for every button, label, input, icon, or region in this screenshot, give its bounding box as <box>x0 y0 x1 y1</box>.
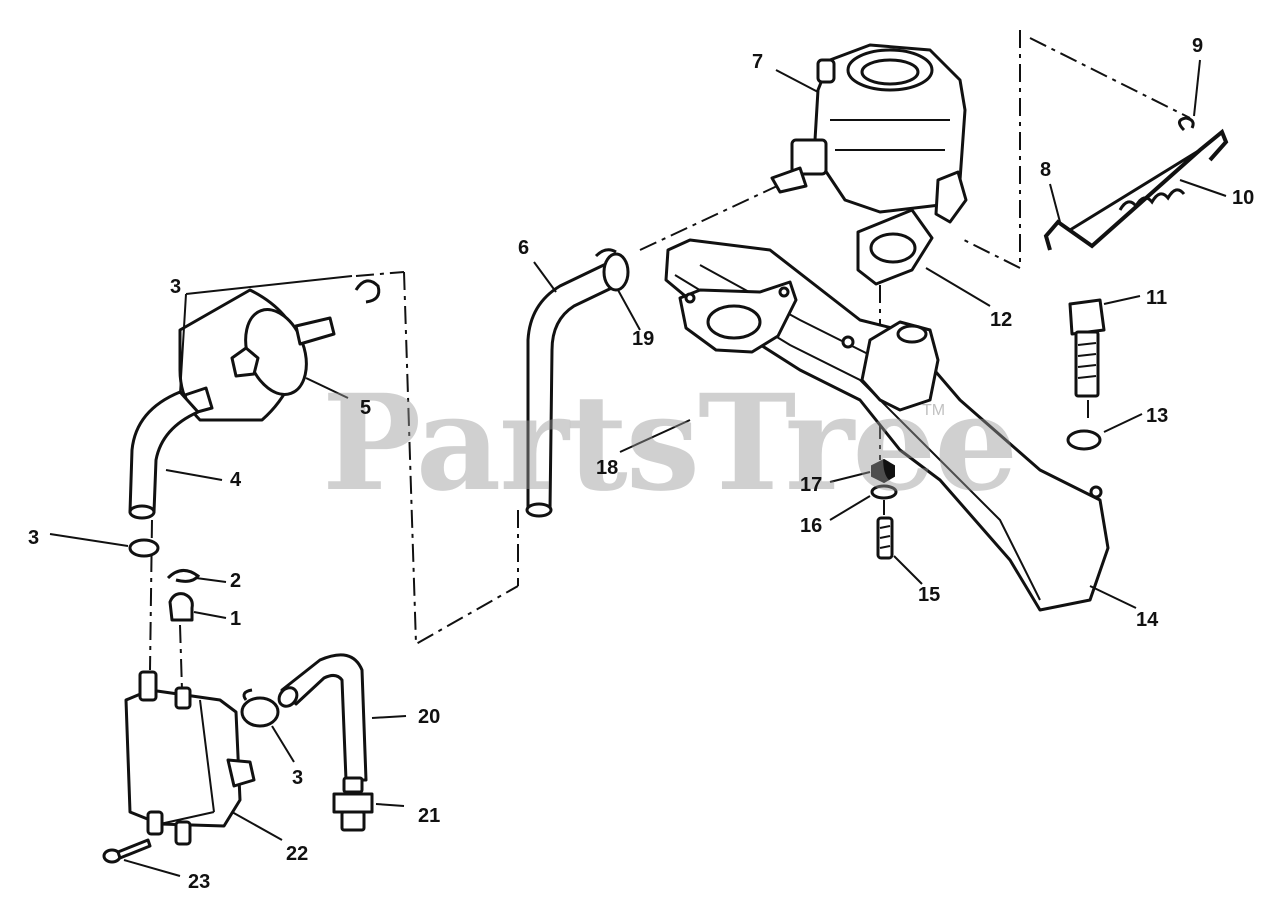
hose-clamp-lower <box>128 538 160 558</box>
manifold-screw <box>876 516 894 560</box>
callout-leaders <box>49 59 1227 877</box>
callout-10: 10 <box>1232 187 1255 209</box>
callout-5: 5 <box>360 397 372 419</box>
retaining-clip <box>166 569 201 583</box>
callout-3-left: 3 <box>28 527 40 549</box>
callout-11: 11 <box>1146 287 1168 309</box>
hex-nut <box>871 458 895 484</box>
fuel-hose-short <box>277 653 368 782</box>
callout-13: 13 <box>1146 405 1169 427</box>
callout-6: 6 <box>518 237 530 259</box>
callout-4: 4 <box>230 469 242 491</box>
pump-screw <box>102 838 152 864</box>
callout-2: 2 <box>230 570 242 592</box>
callout-12: 12 <box>990 309 1013 331</box>
fuel-pump <box>124 670 256 846</box>
hose-clamp-19 <box>594 248 630 292</box>
watermark: PartsTree <box>322 366 1018 521</box>
fuel-filter <box>178 288 336 422</box>
throttle-linkage <box>1043 116 1229 251</box>
screw-washer <box>870 484 898 500</box>
manifold-gasket <box>678 280 798 354</box>
assembly-lines <box>149 30 1191 691</box>
callout-21: 21 <box>418 805 441 827</box>
manifold-bolt <box>1068 298 1106 398</box>
callout-9: 9 <box>1192 35 1204 57</box>
callout-19: 19 <box>632 328 655 350</box>
watermark-tm: TM <box>922 402 946 419</box>
callout-7: 7 <box>752 51 764 73</box>
hose-clamp-pump <box>240 688 280 728</box>
callout-16: 16 <box>800 515 823 537</box>
callout-18: 18 <box>596 457 619 479</box>
hose-fitting <box>332 776 374 832</box>
hose-clamp-top <box>354 279 381 304</box>
callout-17: 17 <box>800 474 823 496</box>
callout-20: 20 <box>418 706 441 728</box>
carburetor <box>770 43 968 224</box>
fuel-hose-elbow <box>128 390 200 520</box>
callout-15: 15 <box>918 584 941 606</box>
callout-23: 23 <box>188 871 211 893</box>
callout-3-top: 3 <box>170 276 182 298</box>
callout-22: 22 <box>286 843 309 865</box>
callout-8: 8 <box>1040 159 1052 181</box>
callout-3-pump: 3 <box>292 767 304 789</box>
callout-1: 1 <box>230 608 242 630</box>
manifold-washer <box>1066 429 1102 451</box>
callout-14: 14 <box>1136 609 1159 631</box>
cap <box>168 592 194 622</box>
carburetor-gasket <box>856 208 934 286</box>
